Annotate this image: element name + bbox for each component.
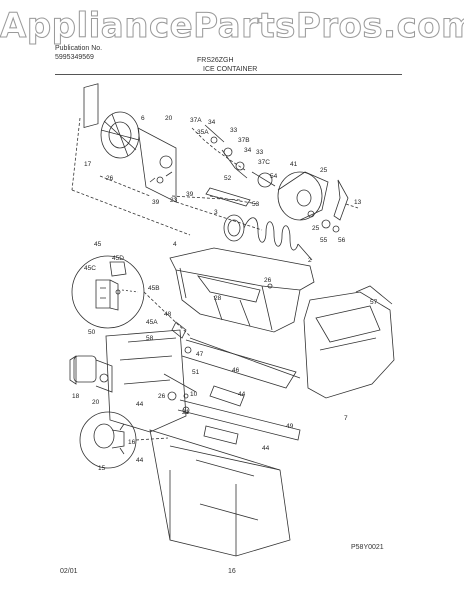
ice-door xyxy=(303,285,395,399)
detail-bulb-circle xyxy=(79,411,169,469)
callout: 23 xyxy=(170,197,178,204)
auger-motor-group xyxy=(83,83,349,233)
callout: 50 xyxy=(88,329,96,336)
ice-container xyxy=(169,247,315,333)
publication-number: 5995349569 xyxy=(55,54,94,61)
callout: 16 xyxy=(128,439,136,446)
callout: 48 xyxy=(164,311,172,318)
callout: 26 xyxy=(264,277,272,284)
callout: 6 xyxy=(141,115,145,122)
callout: 20 xyxy=(165,115,173,122)
callout: 44 xyxy=(262,445,270,452)
callout: 53 xyxy=(252,201,260,208)
callout: 18 xyxy=(72,393,80,400)
callout: 7 xyxy=(344,415,348,422)
callout: 39 xyxy=(186,191,194,198)
actuator-linkage xyxy=(163,321,301,414)
header-divider xyxy=(55,74,402,75)
callout: 17 xyxy=(84,161,92,168)
callout: 45D xyxy=(112,255,124,262)
callout: 33 xyxy=(256,149,264,156)
callout-labels: 6 20 37A 35A 34 33 37B 34 33 37C 41 25 1… xyxy=(72,115,378,472)
callout: 33 xyxy=(230,127,238,134)
callout: 47 xyxy=(196,351,204,358)
callout: 2 xyxy=(308,257,312,264)
site-watermark: AppliancePartsPros.com xyxy=(0,6,464,47)
dispenser-motor xyxy=(69,355,113,393)
callout: 46 xyxy=(232,367,240,374)
callout: 58 xyxy=(146,335,154,342)
auger-spring xyxy=(223,214,313,261)
page-number: 16 xyxy=(228,568,236,575)
drawing-code: P58Y0021 xyxy=(351,544,384,551)
publication-label: Publication No. xyxy=(55,45,103,52)
callout: 54 xyxy=(270,173,278,180)
callout: 25 xyxy=(320,167,328,174)
callout: 49 xyxy=(286,423,294,430)
callout: 13 xyxy=(354,199,362,206)
model-number: FRS26ZGH xyxy=(197,57,234,64)
revision-date: 02/01 xyxy=(60,568,78,575)
callout: 37A xyxy=(190,117,202,124)
callout: 39 xyxy=(152,199,160,206)
callout: 45C xyxy=(84,265,96,272)
callout: 4 xyxy=(173,241,177,248)
callout: 3 xyxy=(214,209,218,216)
callout: 55 xyxy=(320,237,328,244)
callout: 10 xyxy=(190,391,198,398)
callout: 45A xyxy=(146,319,158,326)
callout: 44 xyxy=(238,391,246,398)
callout: 21 xyxy=(182,409,190,416)
callout: 57 xyxy=(370,299,378,306)
callout: 44 xyxy=(136,401,144,408)
callout: 51 xyxy=(192,369,200,376)
callout: 45B xyxy=(148,285,160,292)
callout: 28 xyxy=(214,295,222,302)
callout: 52 xyxy=(224,175,232,182)
callout: 37C xyxy=(258,159,270,166)
callout: 56 xyxy=(338,237,346,244)
callout: 34 xyxy=(244,147,252,154)
callout: 25 xyxy=(312,225,320,232)
section-title: ICE CONTAINER xyxy=(203,66,258,73)
callout: 41 xyxy=(290,161,298,168)
callout: 15 xyxy=(98,465,106,472)
callout: 45 xyxy=(94,241,102,248)
callout: 34 xyxy=(208,119,216,126)
callout: 37B xyxy=(238,137,250,144)
detail-switch-circle xyxy=(71,255,191,337)
callout: 20 xyxy=(92,399,100,406)
support-bracket xyxy=(105,329,301,557)
callout: 26 xyxy=(158,393,166,400)
callout: 44 xyxy=(136,457,144,464)
callout: 35A xyxy=(197,129,209,136)
callout: 26 xyxy=(106,175,114,182)
